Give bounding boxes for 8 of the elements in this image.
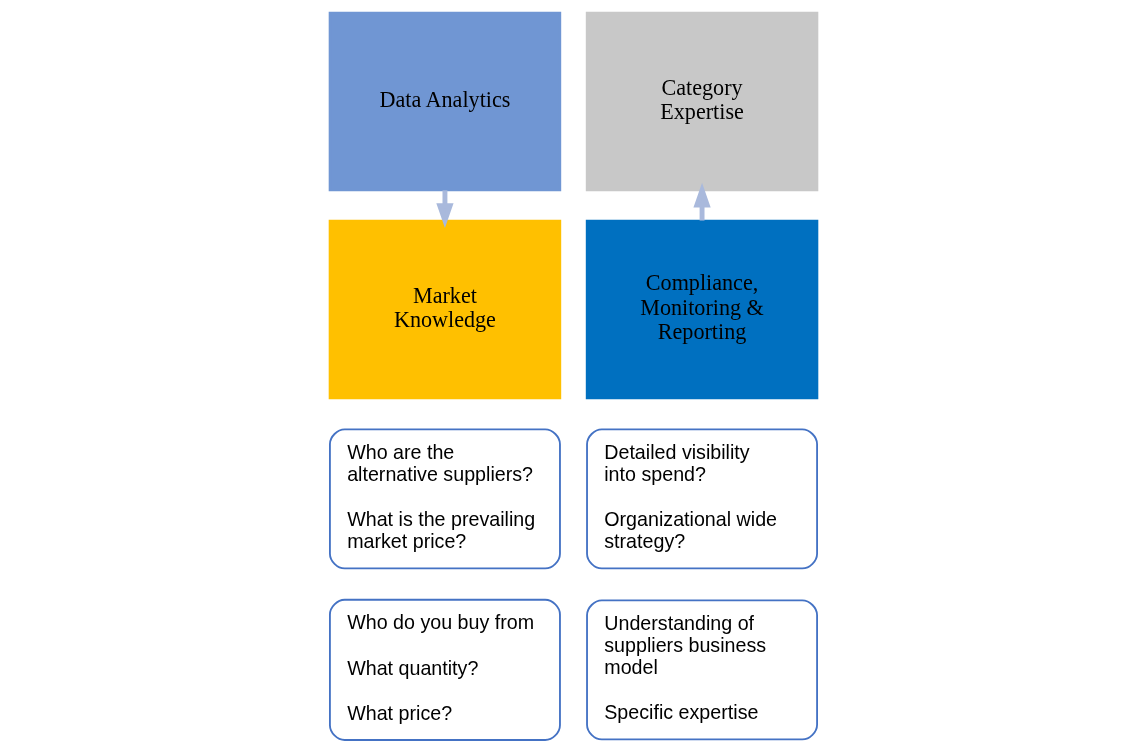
node-box: Detailed visibility into spend? Organizational wide strategy? bbox=[585, 428, 818, 570]
node-box: Data Analytics bbox=[328, 11, 561, 192]
node-box: Market Knowledge bbox=[328, 219, 561, 400]
node-box: Compliance, Monitoring & Reporting bbox=[585, 219, 818, 400]
node-box: Understanding of suppliers business model Specific expertise bbox=[585, 599, 818, 741]
node-box: Category Expertise bbox=[585, 11, 818, 192]
node-box: Who are the alternative suppliers? What is the prevailing market price? bbox=[328, 428, 561, 570]
node-box: Who do you buy from What quantity? What price? bbox=[328, 598, 561, 741]
